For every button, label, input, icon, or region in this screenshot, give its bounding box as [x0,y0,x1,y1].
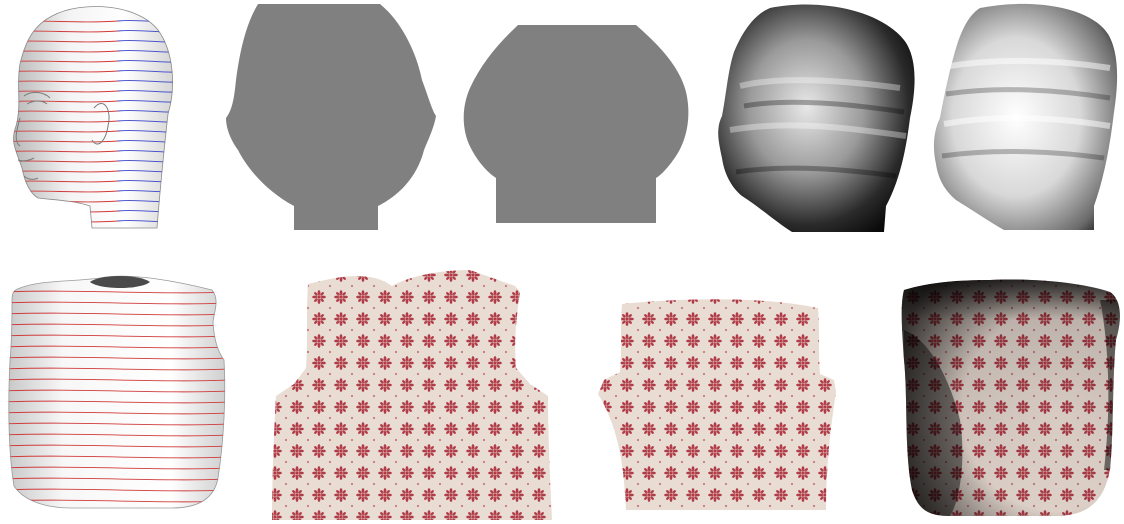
torso-back-pattern-panel [598,299,836,510]
torso-back-pattern-shape [598,299,836,510]
head-front-pattern-panel [226,4,436,230]
torso-mesh-striped-panel [0,276,230,508]
head-back-pattern-panel [464,25,689,223]
torso-textured-3d-shading [896,276,1124,520]
head-deformed-right-panel [934,4,1117,230]
torso-textured-3d-panel [896,276,1124,520]
head-mesh-surface [14,7,173,228]
head-deformed-left-panel [718,5,914,232]
head-front-pattern-shape [226,4,436,230]
head-back-pattern-shape [464,25,689,223]
head-deformed-left-surface [718,5,914,232]
torso-front-pattern-shape [272,270,552,520]
torso-front-pattern-panel [272,270,552,520]
head-mesh-striped-panel [0,7,180,228]
